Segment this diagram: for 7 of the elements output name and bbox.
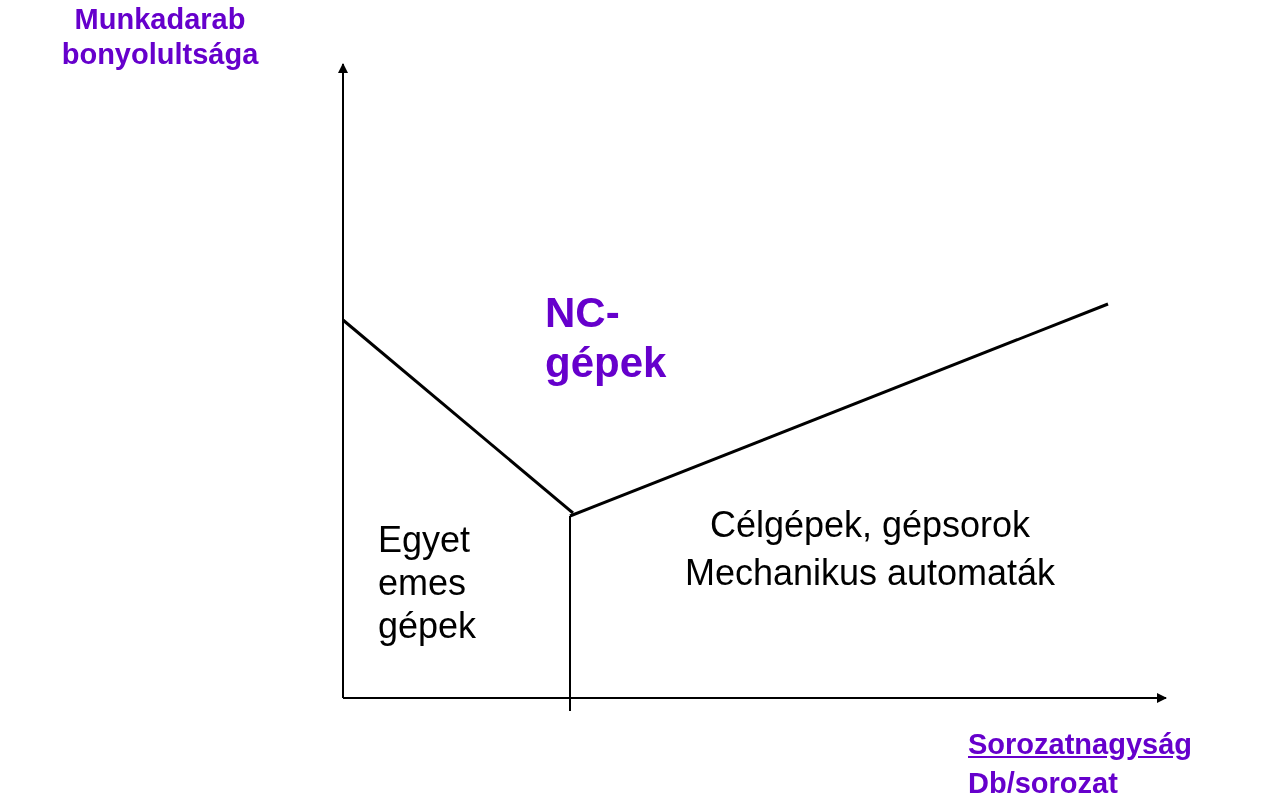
region-label: Célgépek, gépsorok [708, 503, 1032, 547]
axis-title: Sorozatnagyság [968, 727, 1193, 762]
region-label: Egyet emes gépek [378, 518, 478, 648]
region-label: Mechanikus automaták [683, 553, 1057, 593]
axis-unit: Db/sorozat [968, 766, 1119, 801]
axis-title: Munkadarab bonyolultsága [60, 2, 260, 72]
region-label: NC-gépek [545, 288, 668, 389]
